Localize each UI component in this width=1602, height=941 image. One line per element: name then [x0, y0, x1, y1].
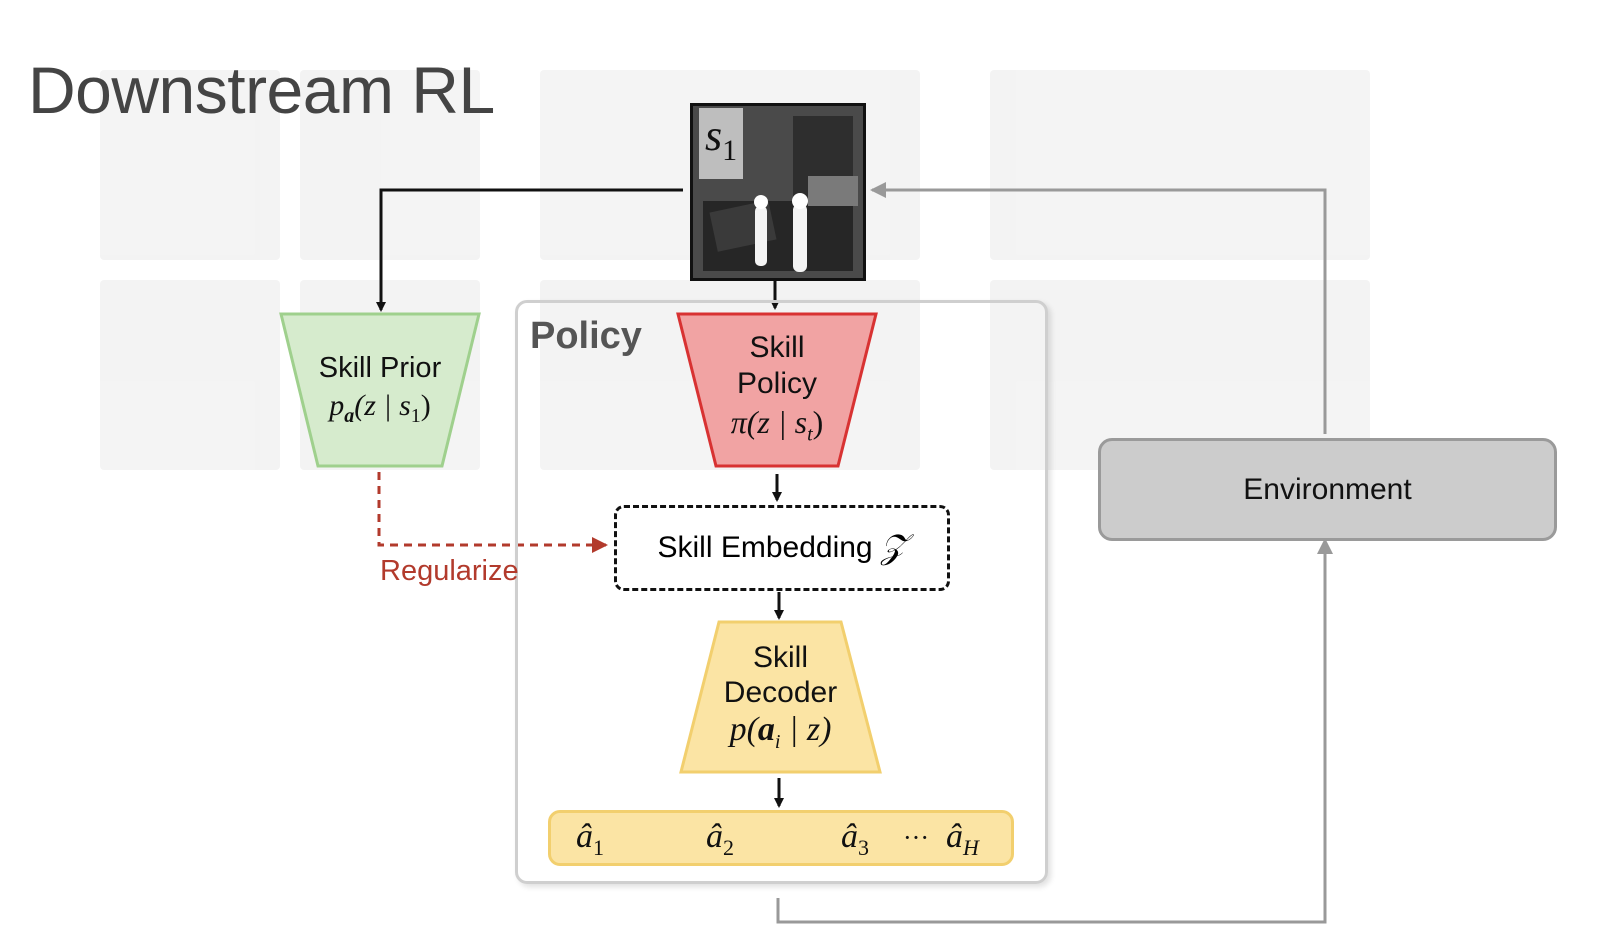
actions-ellipsis: ··· — [903, 823, 929, 852]
skill-policy: Skill Policy π(z | st) — [678, 330, 876, 454]
skill-decoder: Skill Decoder p(ai | z) — [681, 640, 880, 762]
environment-label: Environment — [1243, 472, 1412, 506]
skill-policy-shape — [676, 312, 878, 468]
regularize-label: Regularize — [380, 555, 519, 587]
skill-decoder-line2: Decoder — [723, 676, 838, 709]
skill-prior: Skill Prior pa(z | s1) — [281, 352, 479, 428]
skill-decoder-line1: Skill — [752, 641, 808, 674]
arrow-state-to-prior — [376, 188, 683, 312]
environment-box: Environment — [1098, 438, 1557, 541]
skill-decoder-shape — [679, 620, 882, 774]
skill-prior-title: Skill Prior — [318, 352, 442, 384]
skill-embedding-label: Skill Embedding — [657, 531, 873, 564]
arrow-actions-to-env — [776, 538, 1333, 924]
skill-embedding-symbol: 𝒵 — [880, 529, 907, 566]
skill-policy-line2: Policy — [736, 367, 818, 400]
skill-policy-line1: Skill — [749, 331, 805, 364]
action-h: âH — [946, 818, 979, 860]
state-image: s1 — [690, 103, 866, 281]
skill-policy-formula: π(z | st) — [730, 404, 824, 446]
skill-decoder-formula: p(ai | z) — [729, 711, 832, 753]
arrow-regularize — [377, 472, 608, 553]
policy-container — [515, 300, 1048, 884]
action-2: â2 — [706, 818, 734, 860]
slide-title: Downstream RL — [28, 53, 495, 127]
skill-prior-formula: pa(z | s1) — [329, 389, 431, 427]
action-1: â1 — [576, 818, 604, 860]
actions-bar: â1 â2 â3 ··· âH — [548, 810, 1014, 866]
policy-label: Policy — [530, 315, 642, 357]
action-3: â3 — [841, 818, 869, 860]
skill-prior-shape — [279, 312, 481, 468]
state-label: s1 — [699, 108, 744, 179]
skill-embedding-box: Skill Embedding 𝒵 — [614, 505, 950, 591]
arrow-env-to-state — [870, 182, 1327, 434]
